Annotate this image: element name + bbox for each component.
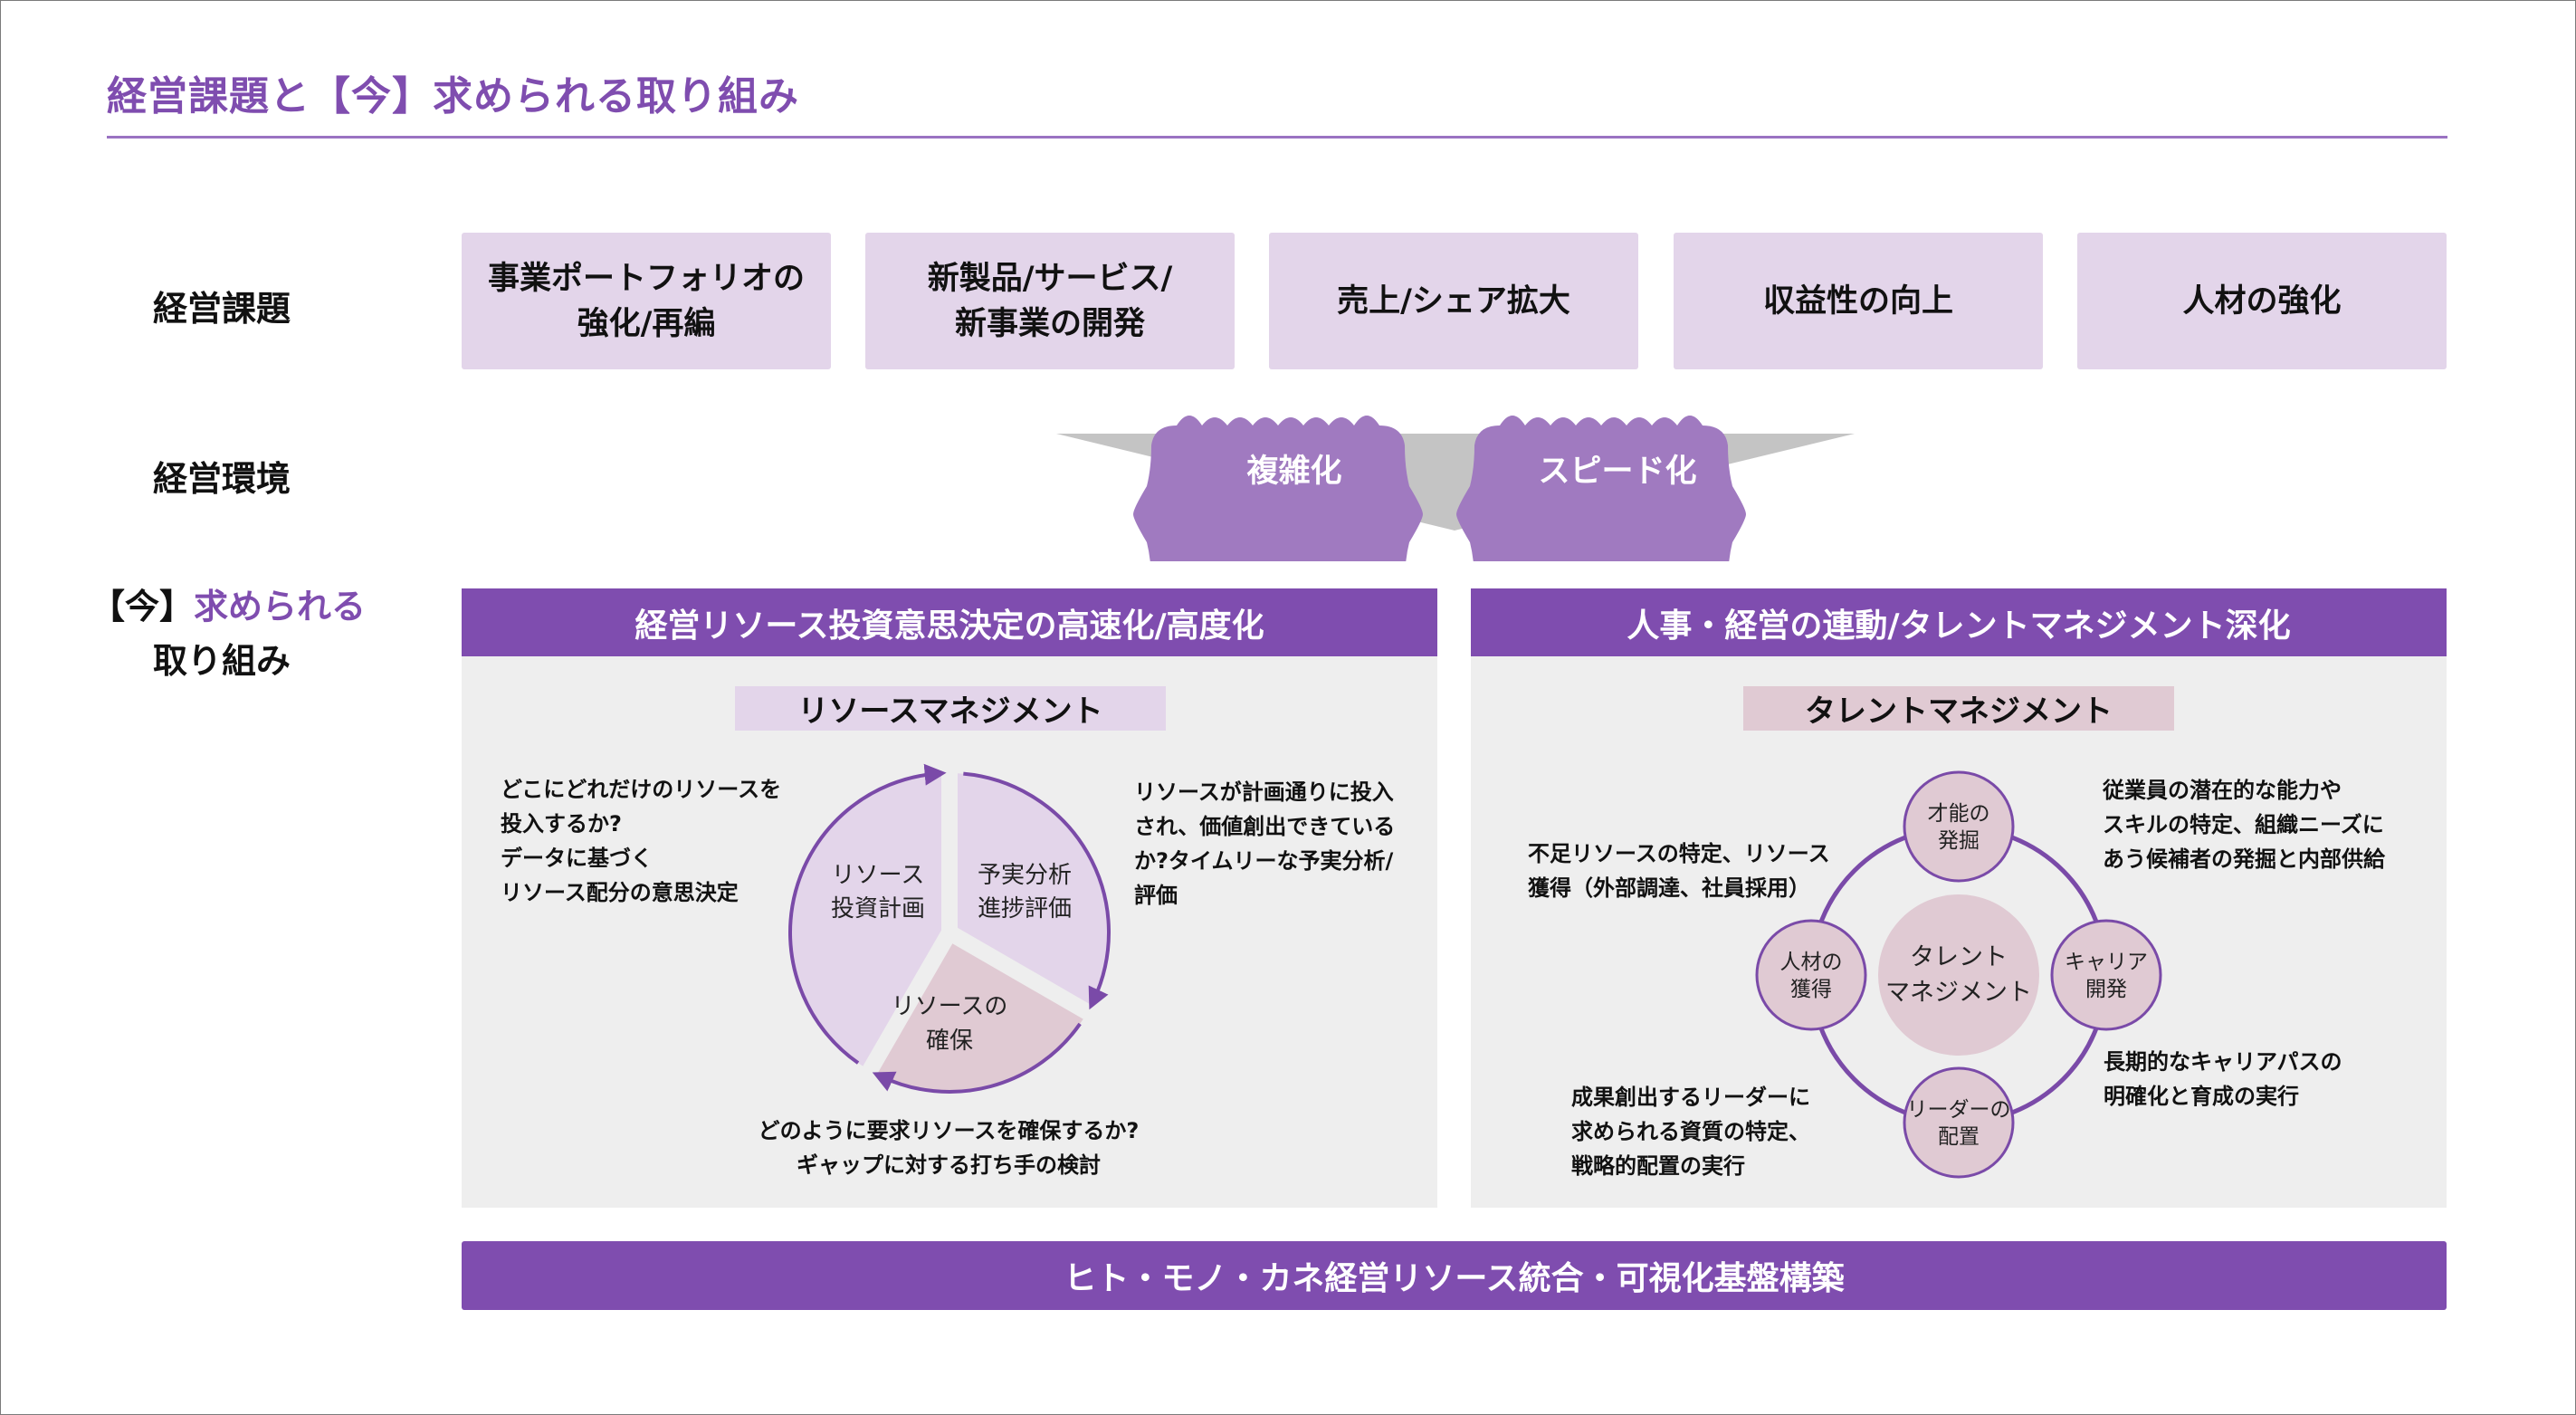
foundation-bar: ヒト・モノ・カネ経営リソース統合・可視化基盤構築 (462, 1241, 2447, 1310)
cycle-arrow-plan (788, 763, 947, 1065)
page-title: 経営課題と【今】求められる取り組み (107, 73, 799, 120)
talent-panel-subtitle: タレントマネジメント (1743, 686, 2174, 731)
cycle-label-plan-line1: リソース (832, 862, 925, 889)
resource-panel-subtitle: リソースマネジメント (735, 686, 1166, 731)
talent-node-bottom-line1: リーダーの (1907, 1098, 2011, 1122)
resource-note-bottom: どのように要求リソースを確保するか? ギャップに対する打ち手の検討 (758, 1118, 1140, 1178)
challenge-box-talent: 人材の強化 (2077, 233, 2447, 369)
talent-note-top-left: 不足リソースの特定、リソース 獲得（外部調達、社員採用） (1528, 841, 1830, 901)
cycle-separator (861, 928, 957, 1078)
cycle-label-eval-line1: 予実分析 (978, 862, 1072, 889)
cloud-shape-speed (1456, 416, 1746, 561)
row-label-initiatives: 【今】求められる 取り組み (91, 579, 366, 688)
talent-cycle-diagram: タレント マネジメント 才能の 発掘 キャリア 開発 リーダーの 配置 人材の … (1755, 770, 2162, 1179)
challenge-label: 新製品/サービス/ 新事業の開発 (927, 260, 1173, 342)
talent-node-left-line2: 獲得 (1790, 978, 1832, 1001)
row-label-environment: 経営環境 (152, 459, 291, 499)
environment-graphic (1056, 416, 1855, 561)
talent-hub-circle (1878, 894, 2039, 1056)
challenge-label: 人材の強化 (2182, 282, 2342, 320)
talent-panel-header: 人事・経営の連動/タレントマネジメント深化 (1471, 588, 2447, 656)
talent-note-bottom-left: 成果創出するリーダーに 求められる資質の特定、 戦略的配置の実行 (1571, 1085, 1810, 1179)
resource-cycle-diagram: リソース 投資計画 予実分析 進捗評価 リソースの 確保 (788, 763, 1111, 1094)
cycle-separator (945, 925, 1095, 1021)
cycle-arrow-secure (872, 1022, 1082, 1094)
resource-note-right: リソースが計画通りに投入 され、価値創出できている か?タイムリーな予実分析/ … (1134, 779, 1396, 908)
cycle-label-secure-line1: リソースの (892, 993, 1008, 1020)
challenge-label: 事業ポートフォリオの 強化/再編 (487, 260, 805, 342)
talent-hub-line1: タレント (1910, 943, 2008, 971)
talent-node-bottom (1903, 1066, 2015, 1179)
title-divider (107, 136, 2447, 139)
talent-note-bottom-right: 長期的なキャリアパスの 明確化と育成の実行 (2104, 1049, 2342, 1109)
talent-node-left-line1: 人材の (1780, 951, 1843, 974)
talent-node-right (2050, 919, 2162, 1031)
talent-node-top-line1: 才能の (1928, 802, 1990, 826)
challenge-box-portfolio: 事業ポートフォリオの 強化/再編 (462, 233, 831, 369)
resource-panel-header: 経営リソース投資意思決定の高速化/高度化 (462, 588, 1437, 656)
challenge-label: 収益性の向上 (1762, 282, 1953, 320)
talent-note-top-right: 従業員の潜在的な能力や スキルの特定、組織ニーズに あう候補者の発掘と内部供給 (2103, 778, 2385, 872)
environment-complexity: 複雑化 (1246, 453, 1342, 490)
resource-note-left: どこにどれだけのリソースを 投入するか? データに基づく リソース配分の意思決定 (501, 777, 782, 905)
challenge-box-sales-share: 売上/シェア拡大 (1269, 233, 1638, 369)
cycle-label-plan-line2: 投資計画 (831, 895, 925, 923)
initiatives-label-line2: 取り組み (152, 641, 291, 681)
talent-node-bottom-line2: 配置 (1938, 1125, 1980, 1149)
cycle-label-eval-line2: 進捗評価 (978, 895, 1072, 923)
challenge-box-profitability: 収益性の向上 (1674, 233, 2043, 369)
cloud-shape-complexity (1133, 416, 1423, 561)
initiatives-label-accent: 求められる (194, 587, 367, 626)
talent-hub-line2: マネジメント (1885, 979, 2032, 1007)
talent-node-top (1903, 770, 2015, 883)
talent-node-left (1755, 919, 1867, 1031)
talent-node-right-line1: キャリア (2065, 951, 2148, 974)
cycle-label-secure-line2: 確保 (926, 1028, 973, 1055)
talent-node-top-line2: 発掘 (1938, 829, 1980, 853)
challenge-label: 売上/シェア拡大 (1337, 282, 1570, 320)
cycle-segment-secure (870, 932, 1088, 1092)
challenge-box-new-business: 新製品/サービス/ 新事業の開発 (865, 233, 1235, 369)
environment-speed: スピード化 (1538, 453, 1697, 490)
cycle-arrow-eval (963, 771, 1111, 1010)
row-label-challenges: 経営課題 (152, 289, 291, 329)
talent-node-right-line2: 開発 (2085, 978, 2127, 1001)
initiatives-label-prefix: 【今】 (91, 587, 195, 626)
